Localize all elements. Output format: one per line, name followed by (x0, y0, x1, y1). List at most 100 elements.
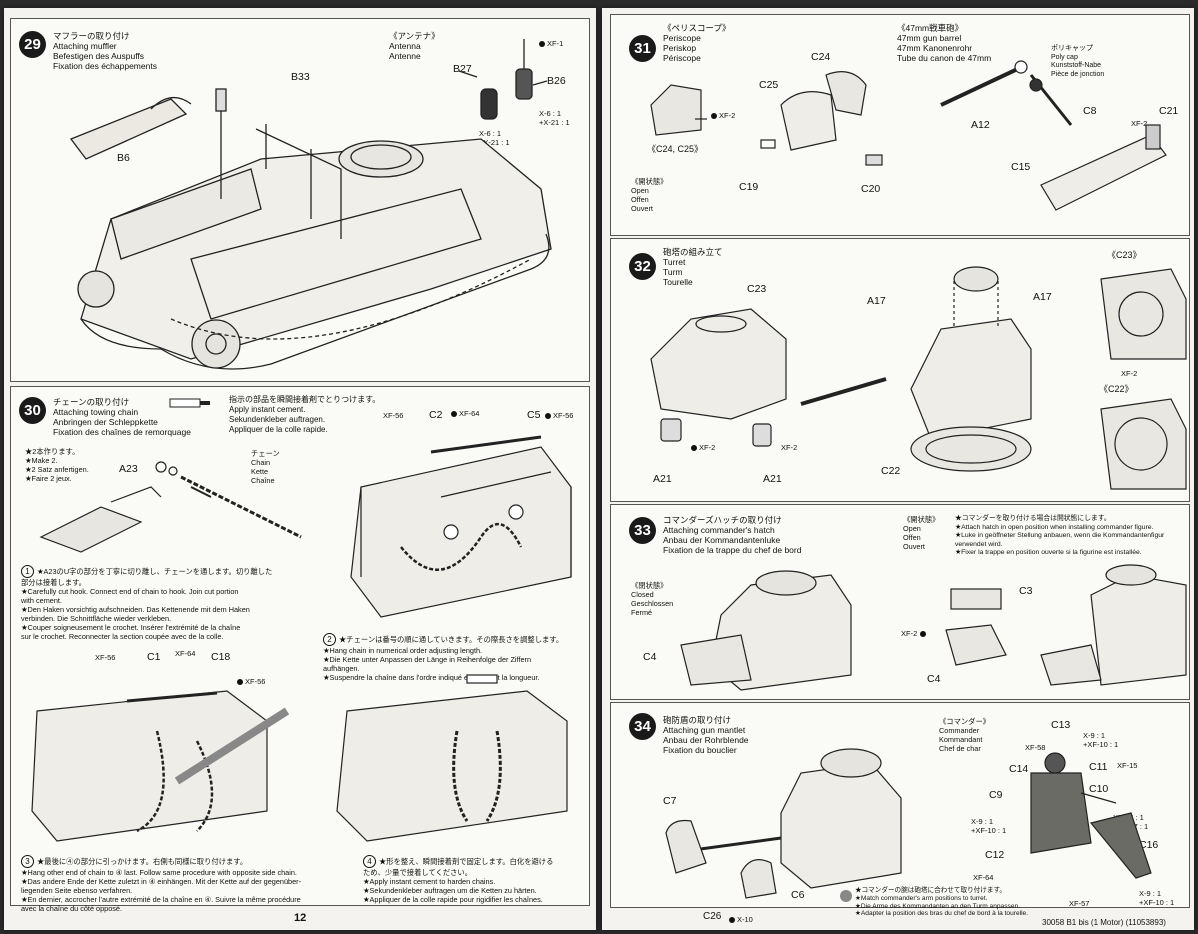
paint-code: XF-56 (545, 411, 573, 420)
note-2: 2★チェーンは番号の順に通していきます。その際長さを調整します。 ★Hang c… (323, 633, 564, 682)
part-label: B26 (547, 75, 566, 87)
chain-hanging-illustrations (31, 674, 568, 842)
commander-hatch-illustration (680, 564, 1187, 691)
part-label: C26 (703, 911, 722, 922)
open-position-note: ★コマンダーを取り付ける場合は開状態にします。 ★Attach hatch in… (955, 515, 1165, 556)
part-label: B33 (291, 71, 310, 83)
step-31-panel: 31 《ペリスコープ》 Periscope Periskop Périscope… (610, 14, 1190, 236)
chain-label: チェーン Chain Kette Chaîne (251, 449, 280, 485)
paint-dot-icon (691, 445, 697, 452)
paint-code: XF-64 (451, 409, 479, 418)
paint-code: XF-2 (1131, 119, 1148, 128)
part-label: C7 (663, 795, 677, 807)
part-label: C23 (747, 283, 767, 295)
part-label: C16 (1139, 839, 1159, 851)
paint-code: XF-15 (1117, 761, 1138, 770)
paint-code: X-6 : 1 +X-21 : 1 (479, 129, 510, 147)
paint-code: XF-1 (539, 39, 563, 48)
part-label: C6 (791, 889, 805, 901)
part-label: C12 (985, 849, 1005, 861)
paint-code: X-9 : 1 +XF-10 : 1 (1139, 889, 1175, 907)
paint-code: XF-56 (237, 677, 265, 686)
part-label: C10 (1089, 783, 1109, 795)
part-label: C8 (1083, 105, 1097, 117)
paint-dot-icon (920, 631, 927, 638)
note-1: 1★A23のU字の部分を丁寧に切り離し、チェーンを通します。切り離した 部分は接… (21, 565, 273, 641)
part-label: C14 (1009, 763, 1029, 775)
title-fr: Fixation des chaînes de remorquage (53, 427, 191, 437)
part-label: C25 (759, 79, 779, 91)
antenna-label: 《アンテナ》 Antenna Antenne (389, 31, 440, 61)
part-label: C4 (643, 651, 657, 663)
turret-assembly-illustration (650, 266, 1187, 490)
part-label: C3 (1019, 585, 1033, 597)
step-29-panel: 29 マフラーの取り付け Attaching muffler Befestige… (10, 18, 590, 382)
paint-code: X-6 : 1 +X-21 : 1 (539, 109, 570, 127)
step-number: 31 (629, 35, 656, 62)
rear-hull-chain-illustration (350, 435, 572, 618)
step-number: 32 (629, 253, 656, 280)
paint-code: X-9 : 1 +XF-10 : 1 (1083, 731, 1119, 749)
part-label: C19 (739, 181, 759, 193)
paint-code: XF-2 (711, 111, 735, 120)
part-label: 《C23》 (1107, 250, 1142, 260)
part-label: C20 (861, 183, 881, 195)
left-page: 29 マフラーの取り付け Attaching muffler Befestige… (4, 8, 596, 930)
step-title: 砲防盾の取り付け Attaching gun mantlet Anbau der… (663, 715, 749, 755)
title-fr: Fixation des échappements (53, 61, 157, 71)
paint-code: XF-57 (1069, 899, 1090, 908)
paint-code: X-9 : 1 +XF-10 : 1 (971, 817, 1007, 835)
step-title: コマンダーズハッチの取り付け Attaching commander's hat… (663, 515, 802, 555)
part-label: A17 (867, 295, 886, 307)
chain-hook-illustration (39, 461, 302, 553)
commander-label: 《コマンダー》 Commander Kommandant Chef de cha… (939, 717, 991, 753)
paint-code: XF-2 (1121, 369, 1138, 378)
part-label: A21 (763, 473, 782, 485)
part-label: C4 (927, 673, 941, 685)
antenna-ja: 《アンテナ》 (389, 31, 440, 41)
step-title: 《ペリスコープ》 Periscope Periskop Périscope (663, 23, 731, 63)
paint-dot-icon (711, 113, 717, 120)
step-34-panel: 34 砲防盾の取り付け Attaching gun mantlet Anbau … (610, 702, 1190, 924)
title-ja: マフラーの取り付け (53, 31, 130, 41)
paint-code: XF-56 (95, 653, 116, 662)
cement-tube-icon (169, 398, 210, 408)
part-label: C24 (811, 51, 831, 63)
paint-code: XF-64 (175, 649, 196, 658)
step-33-panel: 33 コマンダーズハッチの取り付け Attaching commander's … (610, 504, 1190, 700)
paint-code: XF-2 (901, 629, 928, 638)
step-30-panel: 30 チェーンの取り付け Attaching towing chain Anbr… (10, 386, 590, 913)
note-3: 3★最後に④の部分に引っかけます。右側も同様に取り付けます。 ★Hang oth… (21, 855, 301, 913)
part-label: 《C24, C25》 (647, 144, 704, 154)
part-label: C18 (211, 651, 231, 663)
antenna-en: Antenna (389, 41, 421, 51)
part-label: C9 (989, 789, 1003, 801)
part-label: B6 (117, 152, 130, 164)
gun-mantlet-commander-illustration (665, 748, 1152, 899)
gun-barrel-label: 《47mm戦車砲》 47mm gun barrel 47mm Kanonenro… (897, 23, 992, 63)
open-label: 《開状態》 Open Offen Ouvert (631, 177, 668, 213)
part-label: A12 (971, 119, 990, 131)
title-de: Befestigen des Auspuffs (53, 51, 145, 61)
part-label: C22 (881, 465, 901, 477)
note-4: 4★形を整え、瞬間接着剤で固定します。白化を避ける ため、少量で接着してください… (363, 855, 554, 904)
step-number: 33 (629, 517, 656, 544)
step-title: 砲塔の組み立て Turret Turm Tourelle (663, 247, 723, 287)
part-label: C21 (1159, 105, 1179, 117)
step-32-panel: 32 砲塔の組み立て Turret Turm Tourelle C23 A17 … (610, 238, 1190, 502)
polycap-label: ポリキャップ Poly cap Kunststoff-Nabe Pièce de… (1051, 45, 1105, 78)
paint-code: XF-58 (1025, 743, 1046, 752)
step-number: 30 (19, 397, 46, 424)
step-number: 34 (629, 713, 656, 740)
arm-position-note: ★コマンダーの腕は砲塔に合わせて取り付けます。 ★Match commander… (855, 887, 1029, 918)
closed-label: 《閉状態》 Closed Geschlossen Fermé (631, 581, 674, 617)
part-label: 《C22》 (1099, 384, 1134, 394)
cement-note: 指示の部品を瞬間接着剤でとりつけます。 Apply instant cement… (229, 395, 381, 434)
paint-code: XF-56 (383, 411, 404, 420)
part-label: C2 (429, 409, 443, 421)
right-page: 31 《ペリスコープ》 Periscope Periskop Périscope… (602, 8, 1194, 930)
title-en: Attaching towing chain (53, 407, 139, 417)
paint-code: XF-64 (973, 873, 994, 882)
step-number: 29 (19, 31, 46, 58)
